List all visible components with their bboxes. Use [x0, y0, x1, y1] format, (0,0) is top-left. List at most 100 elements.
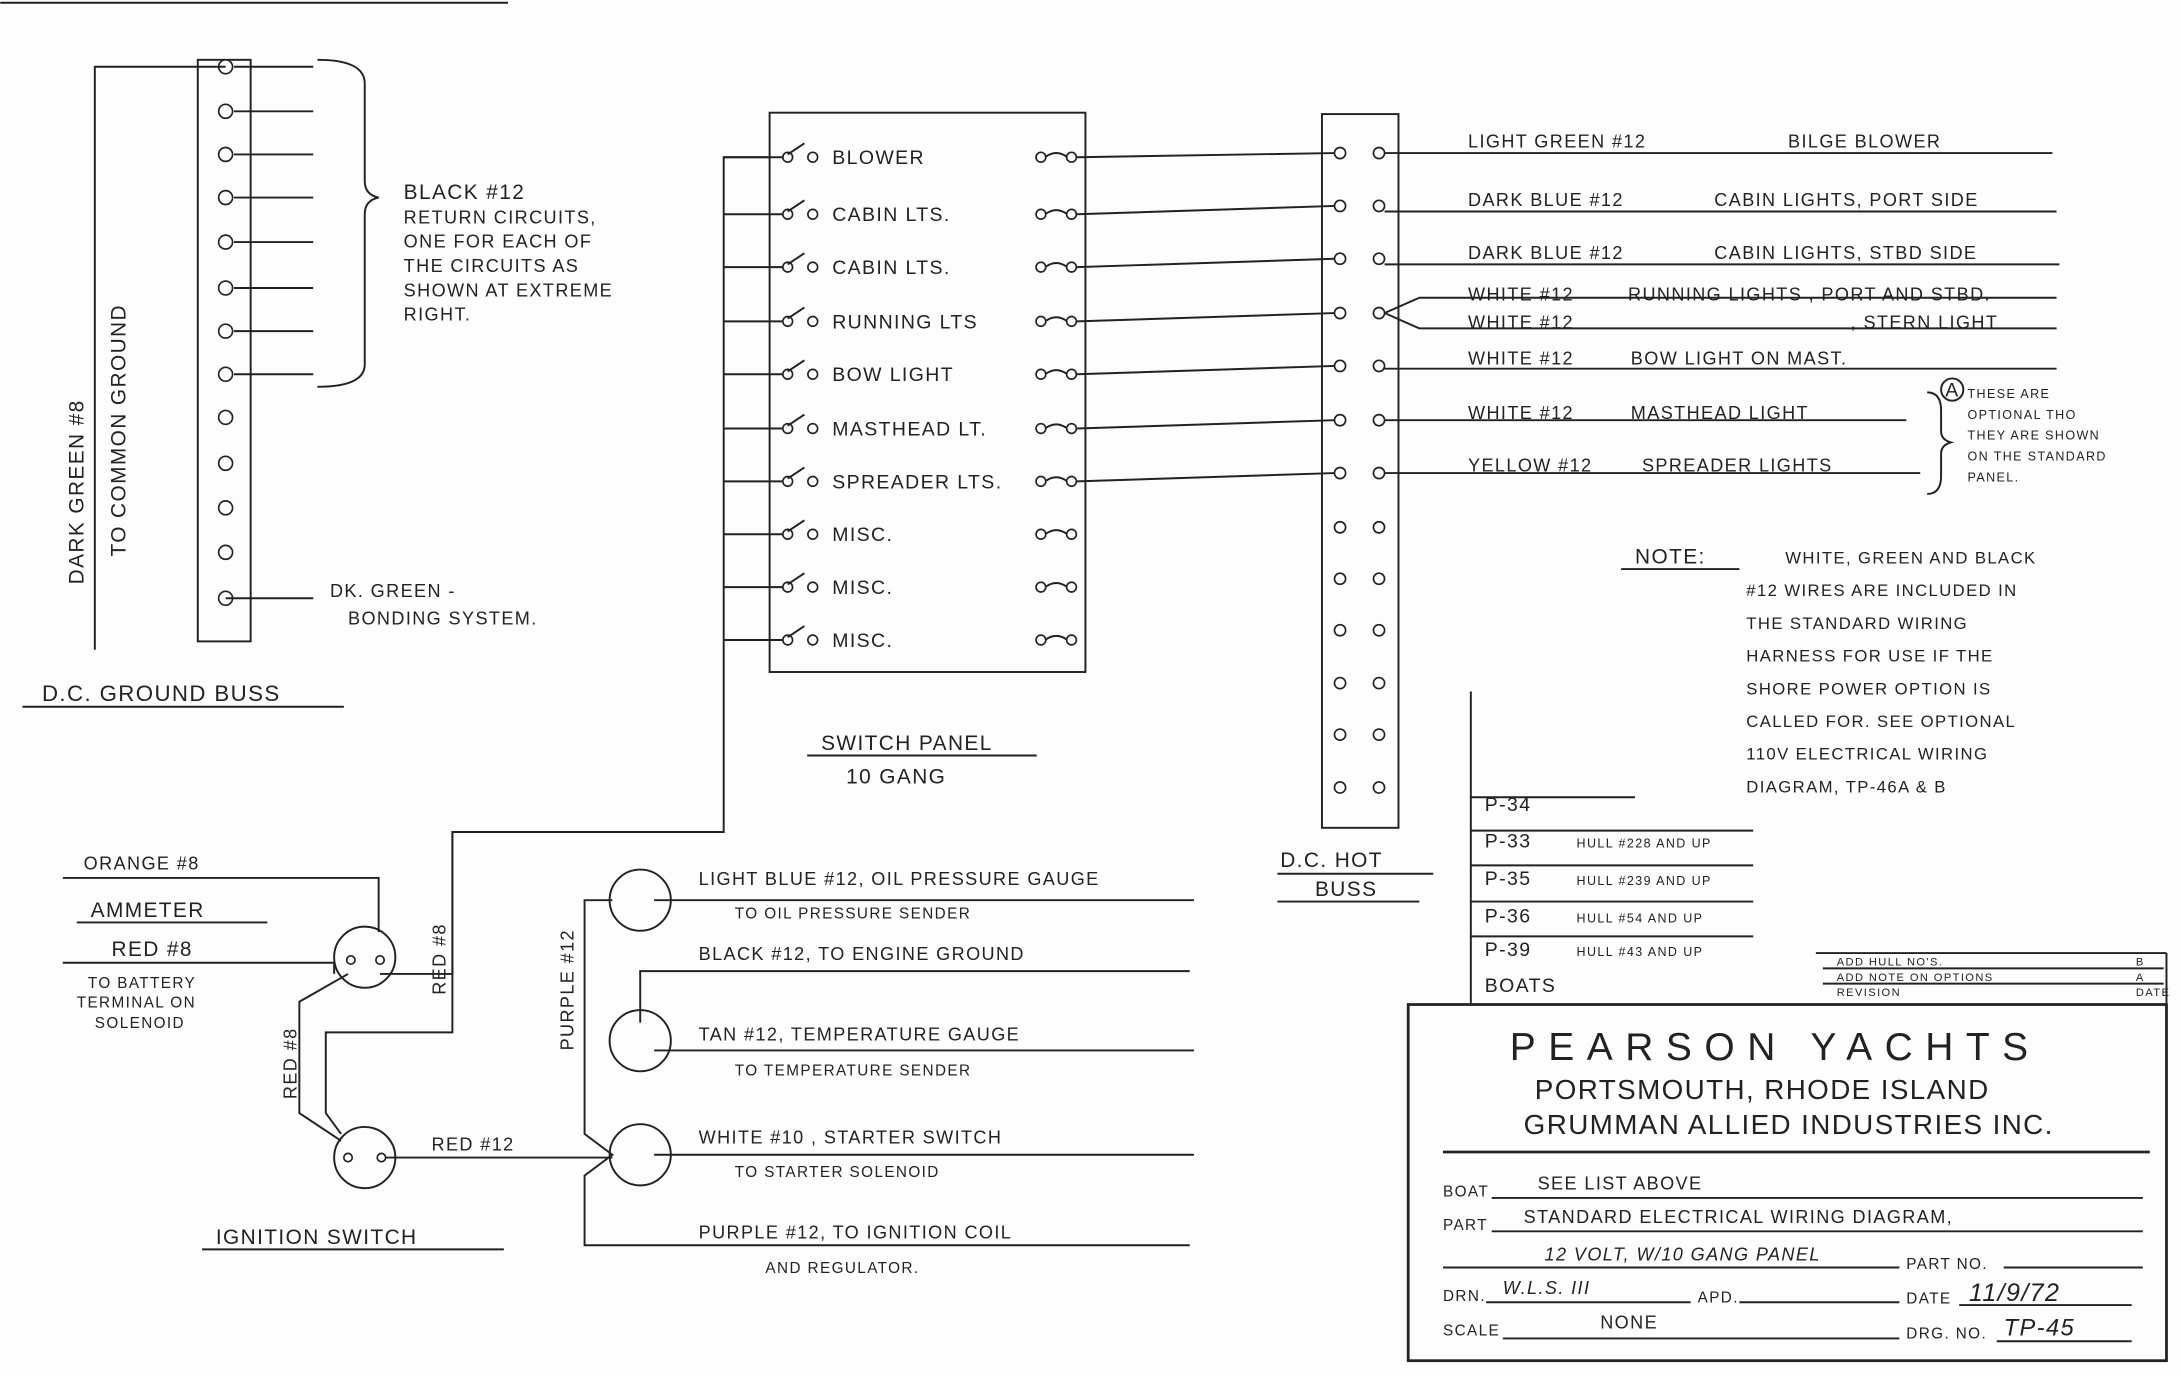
circuit-load-label: CABIN LIGHTS, PORT SIDE	[1714, 190, 1978, 210]
gauge-wire-sublabel: AND REGULATOR.	[765, 1260, 919, 1277]
switch-contact	[781, 634, 794, 646]
circuit-wire	[1384, 296, 2057, 314]
red12-label: RED #12	[432, 1135, 515, 1155]
note-line: SHORE POWER OPTION IS	[1746, 679, 1991, 698]
fuse-icon	[1044, 476, 1068, 483]
part-value-2: 12 VOLT, W/10 GANG PANEL	[1545, 1245, 1821, 1265]
switch-contact	[781, 528, 794, 540]
optional-note-line: ON THE STANDARD	[1968, 450, 2107, 464]
output-contact	[1035, 528, 1047, 540]
switch-contact	[781, 581, 794, 593]
switch-to-buss-wire	[1077, 364, 1335, 376]
ground-terminal	[217, 323, 234, 339]
switch-to-buss-wire	[1077, 257, 1335, 269]
boat-label: BOAT	[1443, 1184, 1489, 1201]
switch-lever-icon	[787, 359, 805, 373]
circuit-wire-label: YELLOW #12	[1468, 456, 1592, 476]
note-line: HARNESS FOR USE IF THE	[1746, 647, 1993, 666]
switch-contact	[807, 368, 819, 380]
circuit-load-label: MASTHEAD LIGHT	[1631, 403, 1809, 423]
ammeter-label: AMMETER	[91, 899, 205, 922]
fuse-icon	[1044, 316, 1068, 323]
circuit-wire-label: DARK BLUE #12	[1468, 190, 1624, 210]
fuse-icon	[1044, 261, 1068, 268]
circuit-load-label: CABIN LIGHTS, STBD SIDE	[1714, 243, 1977, 263]
fuse-icon	[1044, 369, 1068, 376]
hot-terminal	[1372, 676, 1386, 690]
part-label: PART	[1443, 1217, 1488, 1234]
output-contact	[1065, 315, 1078, 328]
boat-value: SEE LIST ABOVE	[1538, 1174, 1703, 1194]
hot-terminal	[1333, 306, 1347, 320]
hot-terminal	[1333, 781, 1347, 794]
date-value: 11/9/72	[1969, 1279, 2060, 1307]
gauge-wire-label: PURPLE #12, TO IGNITION COIL	[699, 1222, 1013, 1242]
engine-wiring: ORANGE #8 AMMETER RED #8 TO BATTERY TERM…	[62, 832, 1194, 1277]
switch-label: BLOWER	[832, 147, 925, 169]
switch-lever-icon	[787, 142, 805, 156]
hot-terminal	[1333, 623, 1347, 637]
hot-terminal	[1333, 252, 1347, 266]
switch-contact	[807, 634, 819, 646]
boat-hulls: HULL #43 AND UP	[1577, 945, 1704, 959]
revision-desc: REVISION	[1837, 987, 1901, 999]
optional-marker-circle	[1940, 377, 1965, 402]
red8-label: RED #8	[112, 938, 193, 961]
circuit-wire-label: WHITE #12	[1468, 403, 1574, 423]
hot-buss-title-2: BUSS	[1315, 878, 1377, 901]
drn-value: W.L.S. III	[1503, 1278, 1591, 1298]
output-contact	[1065, 581, 1078, 593]
switch-contact	[781, 261, 794, 273]
purple-wire	[583, 899, 1190, 1247]
note-line: CALLED FOR. SEE OPTIONAL	[1746, 712, 2016, 731]
scale-label: SCALE	[1443, 1323, 1500, 1340]
ground-terminal	[217, 366, 234, 383]
output-contact	[1065, 208, 1078, 220]
note-line: 110V ELECTRICAL WIRING	[1746, 745, 1988, 764]
ground-terminal	[217, 544, 234, 561]
output-contact	[1035, 315, 1047, 328]
fuse-icon	[1044, 581, 1068, 588]
return-note-line: SHOWN AT EXTREME	[404, 280, 613, 300]
note-line: DIAGRAM, TP-46A & B	[1746, 777, 1946, 796]
boat-model: P-35	[1485, 868, 1532, 890]
revision-desc: ADD NOTE ON OPTIONS	[1837, 972, 1994, 984]
switch-label: BOW LIGHT	[832, 364, 954, 386]
switch-lever-icon	[787, 466, 805, 480]
ground-terminal	[217, 455, 234, 472]
optional-note-line: THESE ARE	[1968, 387, 2051, 401]
scale-value: NONE	[1600, 1313, 1658, 1333]
fuse-icon	[1044, 634, 1068, 641]
output-contact	[1035, 151, 1047, 163]
output-contact	[1065, 528, 1078, 540]
drn-label: DRN.	[1443, 1288, 1486, 1305]
hot-terminal	[1333, 572, 1347, 586]
switch-contact	[781, 368, 794, 380]
fuse-icon	[1044, 209, 1068, 216]
bonding-label-1: DK. GREEN -	[330, 581, 456, 601]
switch-contact	[807, 151, 819, 163]
gauge-wire-label: LIGHT BLUE #12, OIL PRESSURE GAUGE	[699, 869, 1100, 889]
hot-terminal	[1372, 572, 1386, 586]
switch-contact	[807, 315, 819, 328]
ground-terminal	[217, 280, 234, 296]
switch-label: MASTHEAD LT.	[832, 418, 987, 440]
switch-label: CABIN LTS.	[832, 257, 951, 279]
circuit-load-label: , STERN LIGHT	[1851, 312, 1999, 332]
switch-lever-icon	[787, 519, 805, 533]
bonding-label-2: BONDING SYSTEM.	[348, 609, 538, 629]
ammeter-feed	[380, 832, 454, 975]
optional-note-line: PANEL.	[1968, 470, 2020, 484]
purple-vertical-label: PURPLE #12	[557, 929, 577, 1050]
circuit-wire	[1384, 312, 2057, 330]
circuit-wire-label: LIGHT GREEN #12	[1468, 131, 1646, 151]
ground-terminal	[217, 234, 234, 250]
switch-label: MISC.	[832, 630, 893, 652]
return-note-line: ONE FOR EACH OF	[404, 232, 593, 252]
hot-buss-title-1: D.C. HOT	[1280, 849, 1383, 872]
hot-terminal	[1372, 623, 1386, 637]
output-contact	[1035, 261, 1047, 273]
boat-model: P-36	[1485, 905, 1532, 927]
